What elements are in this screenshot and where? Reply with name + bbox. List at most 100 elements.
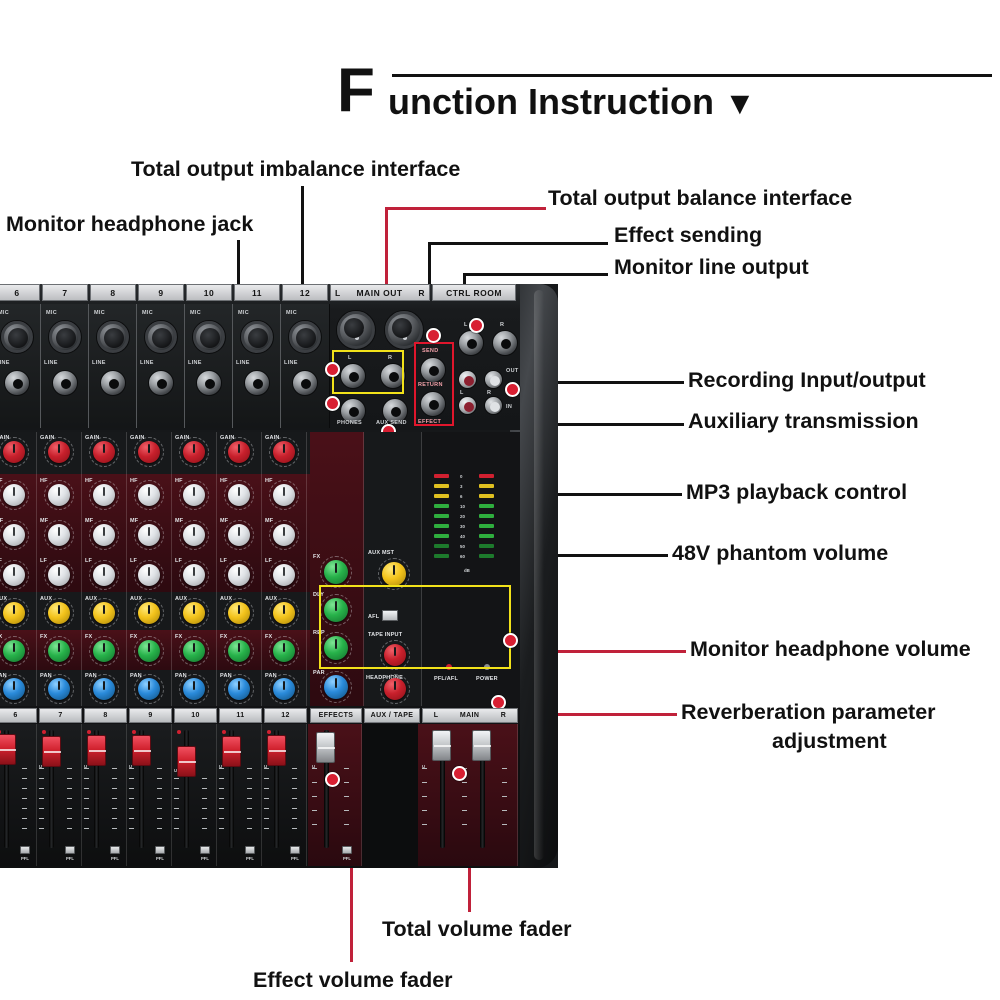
line-jack-7[interactable] bbox=[52, 370, 78, 396]
main-out-xlr-left[interactable] bbox=[336, 310, 376, 350]
lf-label-11: LF bbox=[220, 558, 228, 564]
meter-column: +48V 0 3 6 bbox=[422, 432, 520, 706]
xlr-jack-11[interactable] bbox=[240, 320, 274, 354]
face-label-10: 10 bbox=[174, 708, 217, 723]
line-jack-10[interactable] bbox=[196, 370, 222, 396]
channel-fader-11[interactable] bbox=[222, 736, 241, 767]
balanced-out-jack-r[interactable] bbox=[380, 363, 406, 389]
pfl-button-7[interactable] bbox=[65, 846, 75, 854]
callout-reverberation-parameter-adjustment-line2: adjustment bbox=[772, 729, 887, 753]
leader-recording-input-output bbox=[512, 381, 684, 384]
channel-fader-10[interactable] bbox=[177, 746, 196, 777]
leader-monitor-line-output-h bbox=[463, 273, 608, 276]
channel-strip-8: GAIN HF MF LF AUX FX bbox=[82, 432, 127, 706]
balanced-l-label: L bbox=[348, 355, 352, 361]
fader-column-8: U PFL bbox=[82, 724, 127, 866]
leader-mp3-playback-control bbox=[510, 493, 682, 496]
pfl-button-effects[interactable] bbox=[342, 846, 352, 854]
rear-channel-label-12: 12 bbox=[282, 284, 328, 301]
leader-effect-sending-h bbox=[428, 242, 608, 245]
line-jack-6[interactable] bbox=[4, 370, 30, 396]
meter-unit-label: dB bbox=[464, 568, 470, 573]
rca-out-right[interactable] bbox=[484, 370, 503, 389]
mf-label-9: MF bbox=[130, 518, 139, 524]
line-jack-8[interactable] bbox=[100, 370, 126, 396]
pfl-button-8[interactable] bbox=[110, 846, 120, 854]
callout-effect-volume-fader: Effect volume fader bbox=[253, 968, 453, 992]
gain-label-12: GAIN bbox=[265, 435, 280, 441]
lf-label-12: LF bbox=[265, 558, 273, 564]
ctrl-room-jack-l[interactable] bbox=[458, 330, 484, 356]
title-initial: F bbox=[337, 56, 375, 125]
pfl-button-12[interactable] bbox=[290, 846, 300, 854]
ctrl-room-r-label: R bbox=[500, 322, 505, 328]
aux-send-jack[interactable] bbox=[382, 398, 408, 424]
xlr-jack-9[interactable] bbox=[144, 320, 178, 354]
ctrl-room-header: CTRL ROOM bbox=[432, 284, 516, 301]
channel-fader-9[interactable] bbox=[132, 735, 151, 766]
pfl-button-9[interactable] bbox=[155, 846, 165, 854]
return-label: RETURN bbox=[418, 382, 443, 388]
rca-out-left[interactable] bbox=[458, 370, 477, 389]
rca-in-right[interactable] bbox=[484, 396, 503, 415]
main-out-l-label: L bbox=[335, 287, 341, 298]
xlr-jack-6[interactable] bbox=[0, 320, 34, 354]
leader-total-output-balance-h bbox=[385, 207, 546, 210]
xlr-jack-7[interactable] bbox=[48, 320, 82, 354]
channel-fader-6[interactable] bbox=[0, 734, 16, 765]
meter-scale-50: 50 bbox=[460, 544, 465, 549]
channel-fader-7[interactable] bbox=[42, 736, 61, 767]
channel-strip-6: GAIN HF MF LF AUX FX bbox=[0, 432, 37, 706]
fx-led-6 bbox=[0, 730, 1, 734]
callout-total-output-balance-interface: Total output balance interface bbox=[548, 186, 853, 210]
afl-button[interactable] bbox=[382, 610, 398, 621]
main-fader-right[interactable] bbox=[472, 730, 491, 761]
face-label-8: 8 bbox=[84, 708, 127, 723]
pfl-button-11[interactable] bbox=[245, 846, 255, 854]
mixer-chassis: 6 7 8 9 10 11 12 L MAIN OUT R CTRL ROOM … bbox=[0, 284, 558, 868]
callout-effect-sending: Effect sending bbox=[614, 223, 763, 247]
rca-in-left[interactable] bbox=[458, 396, 477, 415]
rear-jack-column-8: MIC LINE bbox=[88, 304, 138, 428]
master-rep-label: REP bbox=[313, 630, 325, 636]
send-jack[interactable] bbox=[420, 357, 446, 383]
fx-led-9 bbox=[132, 730, 136, 734]
blank-panel bbox=[362, 724, 418, 868]
main-out-xlr-right[interactable] bbox=[384, 310, 424, 350]
balanced-out-jack-l[interactable] bbox=[340, 363, 366, 389]
fader-column-10: U PFL bbox=[172, 724, 217, 866]
line-jack-9[interactable] bbox=[148, 370, 174, 396]
pfl-button-6[interactable] bbox=[20, 846, 30, 854]
callout-reverberation-parameter-adjustment: Reverberation parameter bbox=[681, 700, 936, 724]
rca-l-label: L bbox=[460, 390, 464, 396]
rear-channel-label-9: 9 bbox=[138, 284, 184, 301]
fader-column-11: U PFL bbox=[217, 724, 262, 866]
main-fader-left[interactable] bbox=[432, 730, 451, 761]
rca-in-label: IN bbox=[506, 404, 513, 410]
aux-send-label: AUX SEND bbox=[376, 420, 407, 426]
xlr-jack-12[interactable] bbox=[288, 320, 322, 354]
fader-section: U PFL U bbox=[0, 724, 520, 868]
lf-label-8: LF bbox=[85, 558, 93, 564]
line-jack-11[interactable] bbox=[244, 370, 270, 396]
line-jack-12[interactable] bbox=[292, 370, 318, 396]
channel-fader-8[interactable] bbox=[87, 735, 106, 766]
ctrl-room-jack-r[interactable] bbox=[492, 330, 518, 356]
meter-scale-3: 3 bbox=[460, 484, 463, 489]
line-label-6: LINE bbox=[0, 360, 10, 366]
return-jack[interactable] bbox=[420, 391, 446, 417]
callout-recording-input-output: Recording Input/output bbox=[688, 368, 926, 392]
highlight-box-mp3-module bbox=[319, 585, 511, 669]
unity-label-10: U bbox=[174, 768, 178, 773]
effects-master-fader[interactable] bbox=[316, 732, 335, 763]
xlr-jack-8[interactable] bbox=[96, 320, 130, 354]
pfl-button-10[interactable] bbox=[200, 846, 210, 854]
phones-jack[interactable] bbox=[340, 398, 366, 424]
master-fx-label: FX bbox=[313, 554, 321, 560]
rear-jack-column-7: MIC LINE bbox=[40, 304, 90, 428]
hf-label-10: HF bbox=[175, 478, 183, 484]
channel-fader-12[interactable] bbox=[267, 735, 286, 766]
face-main-r: R bbox=[500, 712, 507, 719]
xlr-jack-10[interactable] bbox=[192, 320, 226, 354]
rear-jack-column-11: MIC LINE bbox=[232, 304, 282, 428]
